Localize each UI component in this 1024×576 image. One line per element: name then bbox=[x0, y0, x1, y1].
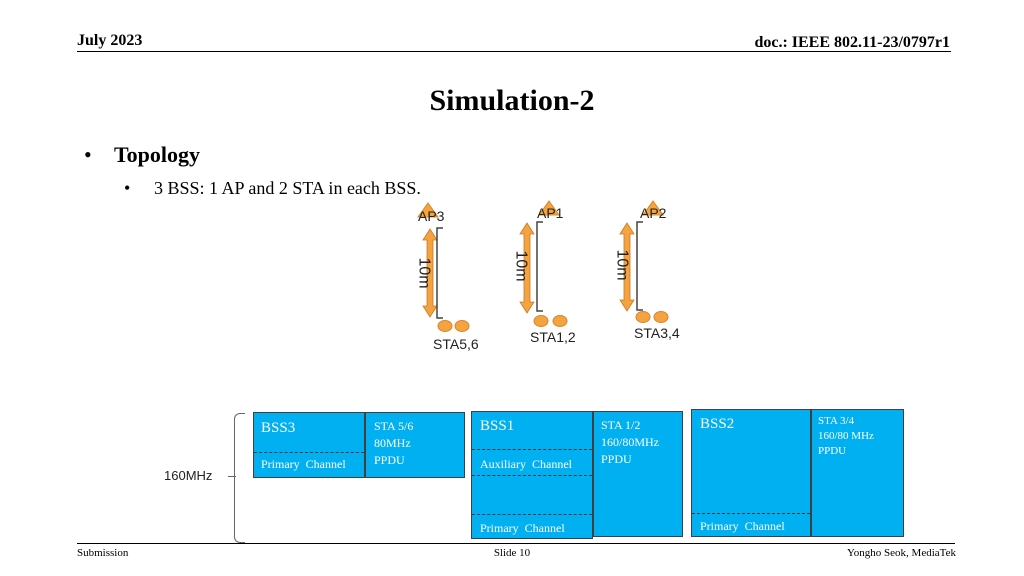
sta56-label: STA5,6 bbox=[433, 336, 479, 352]
bss2-box bbox=[691, 409, 811, 537]
bss1-sta-info-3: PPDU bbox=[601, 452, 632, 466]
distance-label-bss3: 10m bbox=[415, 257, 433, 289]
footer-submission: Submission bbox=[77, 547, 129, 559]
ap3-icon bbox=[417, 202, 439, 218]
bss1-auxiliary-channel: Auxiliary Channel bbox=[480, 457, 572, 471]
bullet-topology-text: Topology bbox=[114, 142, 201, 167]
bss3-sta-info: STA 5/6 80MHz PPDU bbox=[374, 418, 413, 469]
sta5-icon bbox=[437, 320, 453, 332]
bss3-divider bbox=[254, 452, 364, 453]
header-doc-id: doc.: IEEE 802.11-23/0797r1 bbox=[754, 34, 950, 51]
bss3-name: BSS3 bbox=[261, 420, 296, 436]
header-date: July 2023 bbox=[77, 32, 143, 49]
bullet-dot: • bbox=[124, 178, 131, 198]
topology-diagram bbox=[417, 200, 669, 332]
bss2-primary-channel: Primary Channel bbox=[700, 519, 785, 533]
sta4-icon bbox=[653, 311, 669, 323]
bss1-divider-2 bbox=[472, 475, 592, 476]
footer-slide-number: Slide 10 bbox=[493, 547, 531, 559]
ap1-label: AP1 bbox=[537, 205, 564, 221]
sta6-icon bbox=[454, 320, 470, 332]
bss2-sta-info: STA 3/4 160/80 MHz PPDU bbox=[818, 414, 874, 459]
bullet-dot: • bbox=[84, 142, 92, 167]
bss2-name: BSS2 bbox=[700, 416, 735, 432]
ap3-label: AP3 bbox=[418, 208, 445, 224]
ap1-icon bbox=[538, 200, 560, 216]
distance-arrow-bss1 bbox=[519, 222, 535, 314]
header-divider bbox=[77, 51, 951, 52]
sta12-label: STA1,2 bbox=[530, 329, 576, 345]
bss1-sta-info-1: STA 1/2 bbox=[601, 418, 641, 432]
bss3-sta-box bbox=[365, 412, 465, 478]
sta3-icon bbox=[635, 311, 651, 323]
bss2-divider bbox=[692, 513, 810, 514]
slide-title: Simulation-2 bbox=[429, 84, 595, 117]
bss2-sta-box bbox=[811, 409, 904, 537]
footer-author: Yongho Seok, MediaTek bbox=[846, 547, 956, 559]
brace-tick bbox=[228, 476, 236, 477]
bss1-name: BSS1 bbox=[480, 418, 515, 434]
bss1-sta-box bbox=[593, 411, 683, 537]
bss1-divider-3 bbox=[472, 514, 592, 515]
ap2-label: AP2 bbox=[640, 205, 667, 221]
bss3-box bbox=[253, 412, 365, 478]
sta34-label: STA3,4 bbox=[634, 325, 680, 341]
bracket-bss2 bbox=[636, 221, 643, 311]
bullet-bss-text: 3 BSS: 1 AP and 2 STA in each BSS. bbox=[154, 178, 421, 198]
ap2-icon bbox=[642, 200, 664, 216]
bss1-primary-channel: Primary Channel bbox=[480, 521, 565, 535]
bss1-sta-info-2: 160/80MHz bbox=[601, 435, 659, 449]
bss2-sta-info-3: PPDU bbox=[818, 445, 847, 457]
bullet-bss-description: • 3 BSS: 1 AP and 2 STA in each BSS. bbox=[124, 178, 421, 199]
bss1-divider-1 bbox=[472, 449, 592, 450]
distance-arrow-bss2 bbox=[619, 222, 635, 312]
bss2-sta-info-1: STA 3/4 bbox=[818, 415, 855, 427]
distance-arrow-bss3 bbox=[422, 228, 438, 318]
bandwidth-brace bbox=[234, 413, 245, 543]
bss3-primary-channel: Primary Channel bbox=[261, 457, 346, 471]
bss3-sta-info-1: STA 5/6 bbox=[374, 419, 414, 433]
bullet-topology: • Topology bbox=[84, 142, 200, 168]
bss3-sta-info-3: PPDU bbox=[374, 453, 405, 467]
bracket-bss1 bbox=[536, 221, 543, 312]
distance-label-bss2: 10m bbox=[613, 249, 631, 281]
bracket-bss3 bbox=[436, 227, 443, 319]
footer-divider bbox=[77, 543, 955, 544]
sta1-icon bbox=[533, 315, 549, 327]
bss1-sta-info: STA 1/2 160/80MHz PPDU bbox=[601, 417, 659, 468]
bss3-sta-info-2: 80MHz bbox=[374, 436, 411, 450]
sta2-icon bbox=[552, 315, 568, 327]
bandwidth-label: 160MHz bbox=[164, 468, 213, 483]
bss2-sta-info-2: 160/80 MHz bbox=[818, 430, 874, 442]
distance-label-bss1: 10m bbox=[512, 250, 530, 282]
